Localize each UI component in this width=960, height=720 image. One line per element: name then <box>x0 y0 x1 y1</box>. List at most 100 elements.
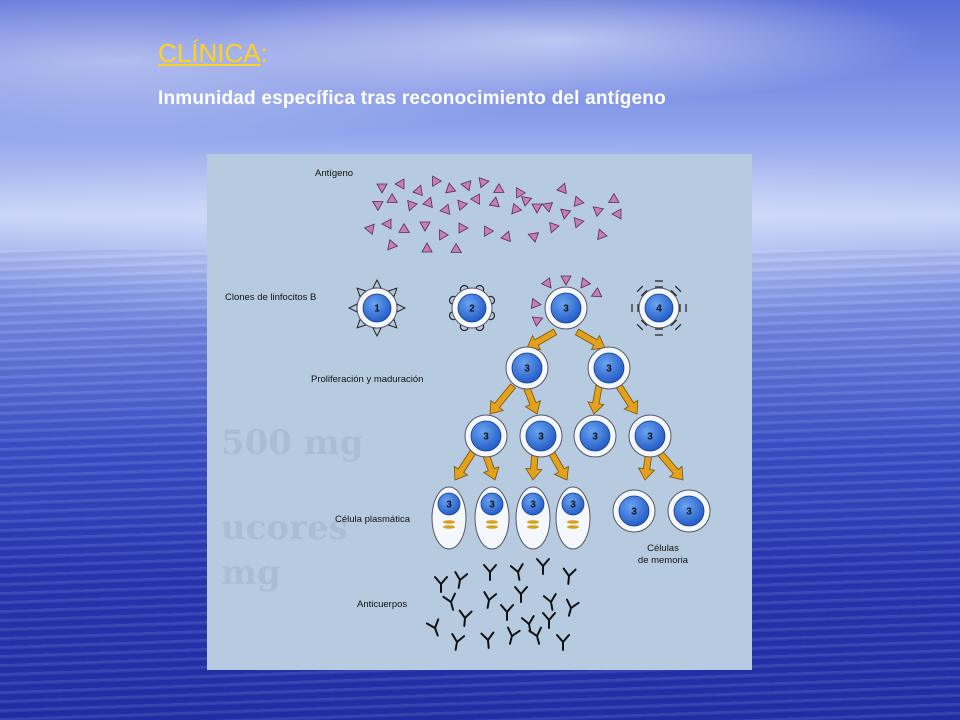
receptor-bars <box>636 319 648 331</box>
antigen-mark <box>445 182 457 194</box>
antigen-mark <box>419 221 431 232</box>
nucleus <box>521 492 545 516</box>
antigen-mark <box>549 221 560 234</box>
receptor-cup <box>488 311 496 321</box>
daughter-cell: 3 <box>628 414 672 458</box>
antibody-mark <box>507 626 521 645</box>
bound-antigen <box>580 277 592 289</box>
proliferation-arrow <box>453 449 477 481</box>
cell-number: 3 <box>647 432 653 443</box>
proliferation-arrow <box>587 384 605 415</box>
nucleus <box>457 293 487 323</box>
cell-number: 1 <box>374 304 380 315</box>
cell-number: 4 <box>656 304 662 315</box>
nucleus <box>550 292 582 324</box>
proliferation-arrow <box>526 328 558 350</box>
antigen-mark <box>611 208 622 220</box>
receptor-bars <box>631 304 639 312</box>
nucleus <box>579 420 611 452</box>
slide-subtitle: Inmunidad específica tras reconocimiento… <box>158 88 666 109</box>
receptor-cup <box>488 295 496 305</box>
er-band <box>486 520 498 524</box>
receptor-bars <box>655 328 663 336</box>
memory-cell: 3 <box>667 489 711 533</box>
b-cell-clone-3: 3 <box>530 275 603 330</box>
antigen-mark <box>386 192 399 203</box>
proliferation-arrow <box>615 383 639 415</box>
antigen-mark <box>460 180 472 192</box>
clones-label: Clones de linfocitos B <box>225 292 316 303</box>
bound-antigen <box>540 277 552 289</box>
cell-number: 2 <box>469 304 475 315</box>
cell-number: 3 <box>592 432 598 443</box>
cell-number: 3 <box>606 364 612 375</box>
antibody-mark <box>514 586 528 603</box>
antigen-mark <box>531 203 543 214</box>
ghost-print-text: 500 mg <box>221 423 364 463</box>
plasma-cell: 3 <box>474 486 510 550</box>
antigen-mark <box>520 196 533 207</box>
antigen-mark <box>541 202 554 213</box>
er-band <box>527 520 539 524</box>
nucleus <box>593 352 625 384</box>
antigen-mark <box>407 199 418 212</box>
antibody-mark <box>500 604 514 621</box>
bound-antigen <box>530 297 542 310</box>
antigen-mark <box>422 196 433 209</box>
cell-number: 3 <box>446 500 452 511</box>
cell-number: 3 <box>563 304 569 315</box>
ghost-print-text: ucores <box>221 508 348 548</box>
receptor-triangle <box>347 303 358 313</box>
antigen-mark <box>478 177 490 189</box>
antibody-mark <box>425 618 440 637</box>
antigen-mark <box>556 182 567 195</box>
antibody-mark <box>434 576 448 593</box>
daughter-cell: 3 <box>519 414 563 458</box>
antigen-mark <box>376 183 388 194</box>
antibody-mark <box>454 571 469 589</box>
cell-number: 3 <box>483 432 489 443</box>
b-cell-clone-4: 4 <box>631 280 687 336</box>
er-band <box>567 525 579 529</box>
receptor-cup <box>459 284 469 292</box>
antigen-mark <box>573 217 585 229</box>
er-band <box>486 525 498 529</box>
antibody-mark <box>442 592 456 611</box>
antigen-mark <box>412 184 423 197</box>
daughter-cell: 3 <box>464 414 508 458</box>
cell-number: 3 <box>524 364 530 375</box>
nucleus <box>644 293 674 323</box>
proliferation-arrow <box>656 449 684 481</box>
b-cell-clone-1: 1 <box>347 278 407 338</box>
receptor-cup <box>448 295 456 305</box>
antibody-mark <box>528 626 542 645</box>
antibody-mark <box>483 564 497 581</box>
proliferation-arrow <box>489 383 517 415</box>
er-band <box>443 525 455 529</box>
antigen-label: Antígeno <box>315 168 353 179</box>
plasma-cell: 3 <box>431 486 467 550</box>
cell-number: 3 <box>538 432 544 443</box>
receptor-bars <box>636 285 648 297</box>
cell-number: 3 <box>631 507 637 518</box>
bound-antigen <box>531 316 544 327</box>
daughter-cell: 3 <box>573 414 617 458</box>
ghost-print-text: mg <box>221 553 281 593</box>
receptor-cup <box>475 324 485 332</box>
antibody-mark <box>480 631 495 649</box>
antigen-mark <box>469 193 480 206</box>
antibodies-label: Anticuerpos <box>357 599 407 610</box>
antigen-mark <box>381 218 392 230</box>
antigen-mark <box>457 199 469 212</box>
plasma-cell: 3 <box>555 486 591 550</box>
nucleus <box>673 495 705 527</box>
antigen-mark <box>500 230 511 243</box>
bound-antigen <box>590 286 603 298</box>
receptor-cup <box>459 324 469 332</box>
nucleus <box>480 492 504 516</box>
receptor-triangle <box>396 303 407 313</box>
antibody-mark <box>451 633 466 651</box>
er-band <box>527 525 539 529</box>
antigen-mark <box>387 238 399 251</box>
nucleus <box>437 492 461 516</box>
